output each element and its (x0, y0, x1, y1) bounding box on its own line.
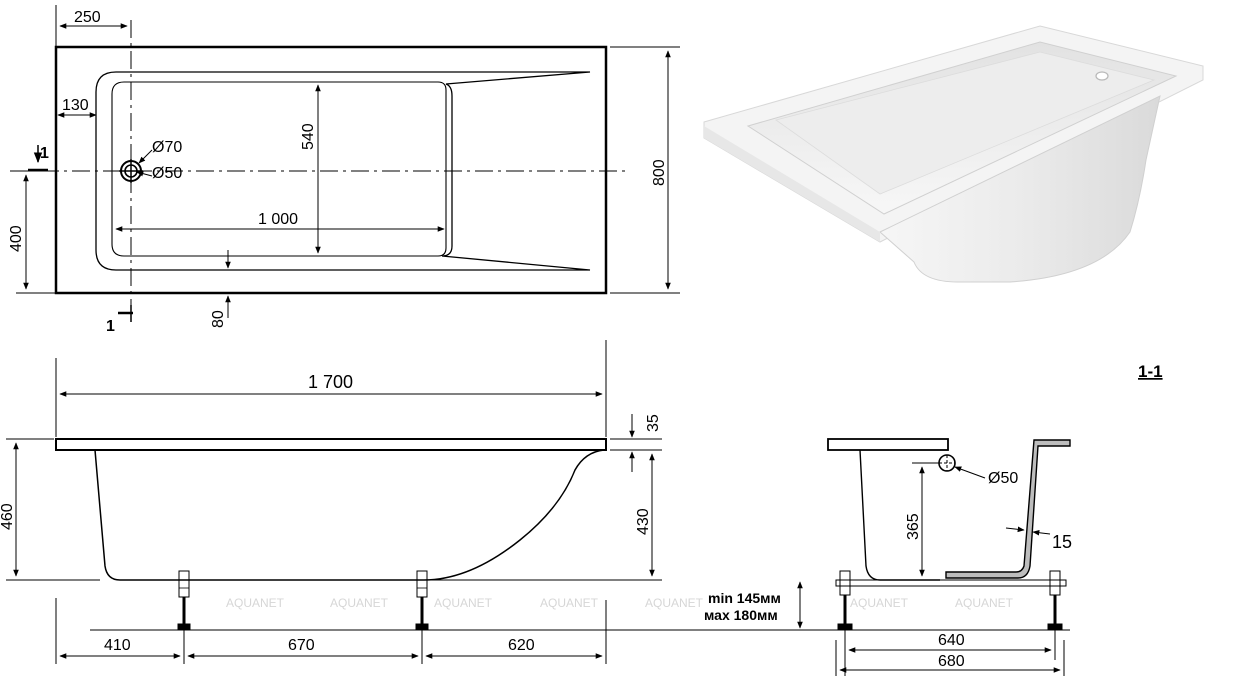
leg-min-label: min 145мм (708, 590, 781, 606)
dim-d70-label: Ø70 (152, 139, 182, 156)
watermark: AQUANET (434, 596, 493, 610)
plan-outline (54, 45, 608, 295)
dim-1000-label: 1 000 (258, 211, 298, 228)
dim-1700-label: 1 700 (308, 372, 353, 392)
watermarks: AQUANET AQUANET AQUANET AQUANET AQUANET … (226, 596, 1014, 610)
dim-400-label: 400 (8, 225, 25, 252)
dim-680-label: 680 (938, 653, 965, 670)
dim-540-label: 540 (300, 123, 317, 150)
bathtub-render (703, 25, 1204, 283)
dim-410-label: 410 (104, 637, 131, 654)
watermark: AQUANET (226, 596, 285, 610)
dim-15-label: 15 (1052, 532, 1072, 552)
dim-620-label: 620 (508, 637, 535, 654)
leg-right (415, 570, 429, 631)
dim-460-label: 460 (0, 503, 16, 530)
leg-max-label: мах 180мм (704, 607, 778, 623)
dim-250-label: 250 (74, 9, 101, 26)
watermark: AQUANET (645, 596, 704, 610)
dim-365-label: 365 (905, 513, 922, 540)
watermark: AQUANET (540, 596, 599, 610)
leg-left (177, 570, 191, 631)
dim-430-label: 430 (635, 508, 652, 535)
dim-80-label: 80 (210, 310, 227, 328)
section-title: 1-1 (1138, 362, 1163, 381)
plan-labels: 250 130 540 Ø70 Ø50 1 000 400 800 80 1 1 (8, 9, 668, 335)
section-view (827, 438, 1071, 676)
side-view (6, 340, 1070, 664)
section-mark-top: 1 (40, 145, 49, 162)
section-labels: 1-1 365 Ø50 15 640 680 (905, 362, 1163, 670)
section-mark-bottom: 1 (106, 318, 115, 335)
watermark: AQUANET (850, 596, 909, 610)
dim-d50-section-label: Ø50 (988, 470, 1018, 487)
dim-800-label: 800 (651, 159, 668, 186)
dim-640-label: 640 (938, 632, 965, 649)
plan-view (10, 5, 680, 322)
side-labels: 1 700 35 460 430 410 670 620 min 145мм м… (0, 372, 781, 654)
dim-130-label: 130 (62, 97, 89, 114)
watermark: AQUANET (330, 596, 389, 610)
dim-35-label: 35 (645, 414, 662, 432)
watermark: AQUANET (955, 596, 1014, 610)
side-rim (55, 438, 607, 451)
dim-670-label: 670 (288, 637, 315, 654)
dim-d50-label: Ø50 (152, 165, 182, 182)
